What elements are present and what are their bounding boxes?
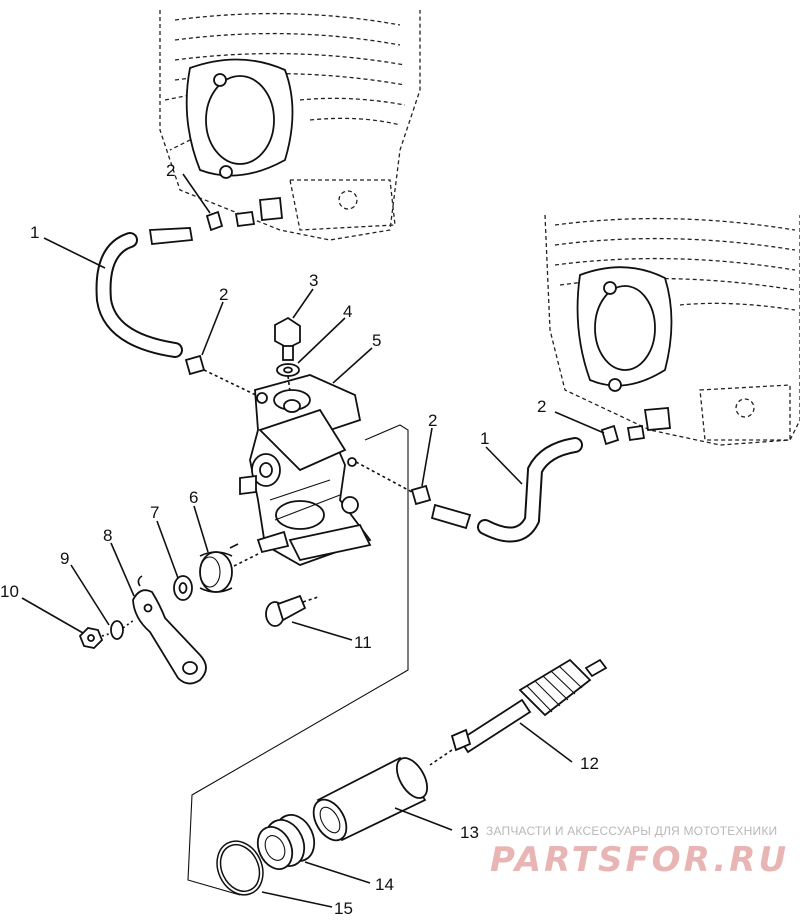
callout-6-spring: 6 xyxy=(189,488,198,507)
callout-15-snap-ring: 15 xyxy=(334,899,353,918)
callout-2-mid-clamp: 2 xyxy=(219,285,228,304)
callout-14-spring: 14 xyxy=(375,875,394,894)
shaft-bushing xyxy=(312,756,429,842)
callout-3-bolt: 3 xyxy=(309,271,318,290)
spring-coil xyxy=(256,814,316,870)
callout-1-left-hose: 1 xyxy=(30,223,39,242)
oil-hose-right xyxy=(430,437,583,543)
lever-nut xyxy=(78,627,104,649)
callout-9-lock-washer: 9 xyxy=(60,549,69,568)
sealing-washer xyxy=(276,363,300,377)
callout-7-washer: 7 xyxy=(150,503,159,522)
watermark-caption: ЗАПЧАСТИ И АКСЕССУАРЫ ДЛЯ МОТОТЕХНИКИ xyxy=(486,824,778,838)
callout-13-bushing: 13 xyxy=(460,823,479,842)
callout-5-pump: 5 xyxy=(372,331,381,350)
callout-8-lever: 8 xyxy=(103,526,112,545)
lock-washer xyxy=(110,620,124,640)
callout-2-top-clamp: 2 xyxy=(166,161,175,180)
hose-clamp-far-right xyxy=(600,424,646,446)
snap-ring xyxy=(216,840,264,896)
pump-drive-gear xyxy=(450,658,608,754)
return-spring xyxy=(199,543,239,593)
callout-12-gear: 12 xyxy=(580,754,599,773)
leader-lines xyxy=(21,173,605,908)
lever-washer xyxy=(173,575,193,601)
hose-clamp-left-bottom xyxy=(184,354,206,376)
callout-1-right-hose: 1 xyxy=(480,429,489,448)
callout-10-nut: 10 xyxy=(0,582,19,601)
hose-clamp-left-top xyxy=(205,210,256,232)
oil-hose-left xyxy=(95,227,194,358)
engine-cylinder-top xyxy=(159,10,421,241)
pump-mounting-screw xyxy=(265,594,319,627)
control-lever xyxy=(132,575,207,685)
watermark-logo: PARTSFOR.RU xyxy=(490,840,790,880)
engine-cylinder-right xyxy=(544,214,800,446)
callout-2-right-hose-clamp: 2 xyxy=(428,411,437,430)
hose-clamp-right xyxy=(410,484,432,506)
oil-pump-assembly xyxy=(239,374,372,566)
callout-11-screw: 11 xyxy=(354,633,372,652)
banjo-bolt xyxy=(274,316,301,361)
callout-2-far-right-clamp: 2 xyxy=(537,397,546,416)
callout-4-washer: 4 xyxy=(343,302,352,321)
